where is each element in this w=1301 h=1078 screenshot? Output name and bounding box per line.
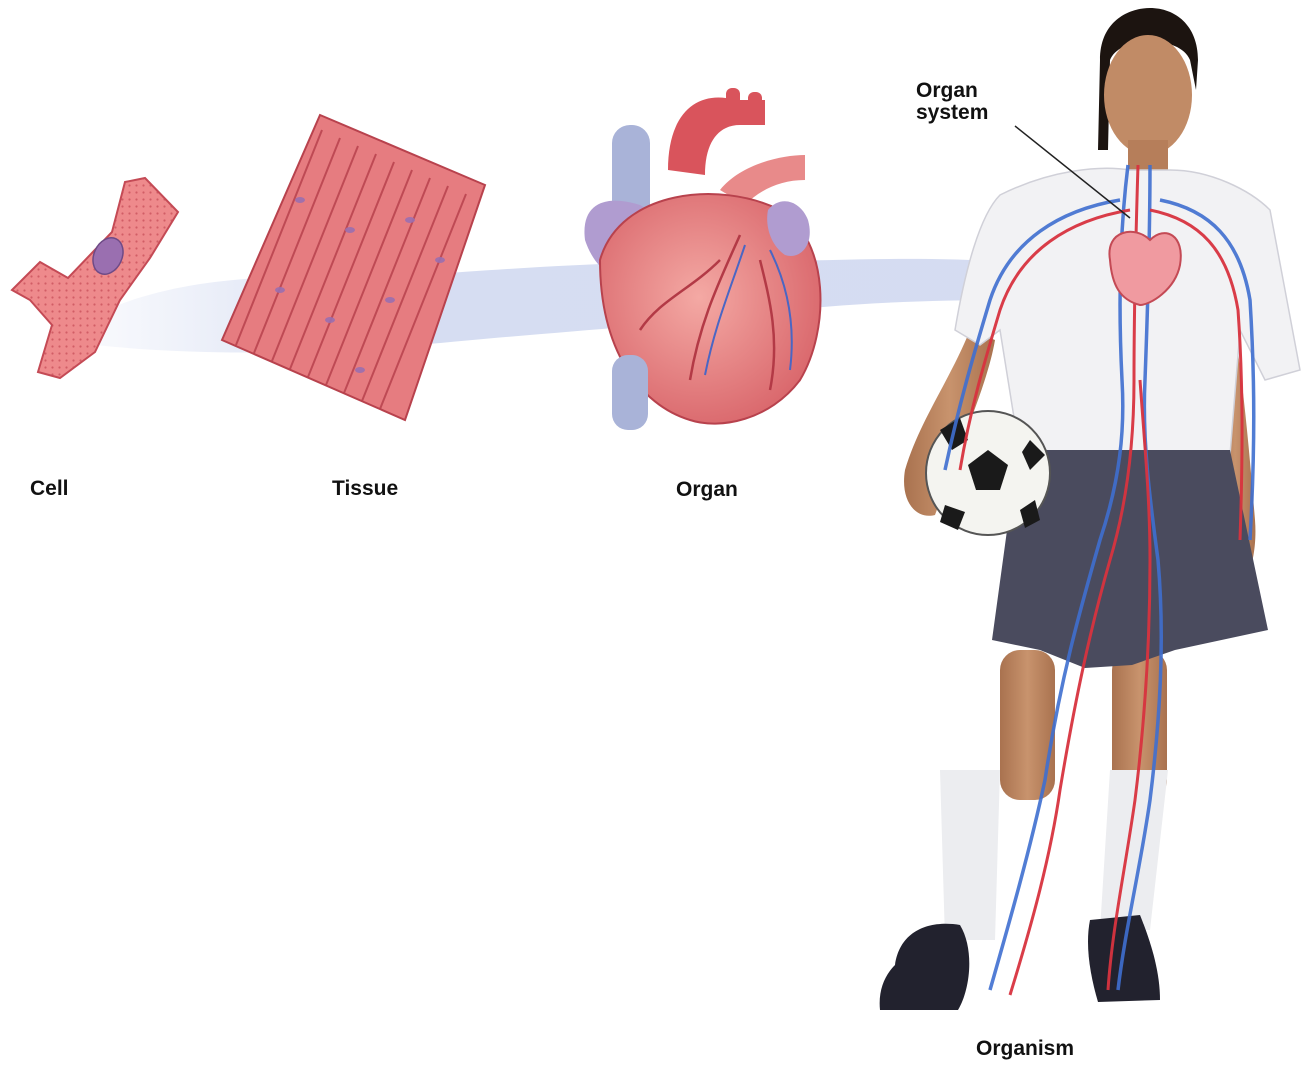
heart-organ-illustration <box>584 88 820 430</box>
soccer-ball <box>926 411 1050 535</box>
left-shoe <box>880 924 970 1010</box>
right-sock <box>1100 770 1168 930</box>
label-tissue: Tissue <box>332 478 398 500</box>
tissue-illustration <box>222 115 485 420</box>
organism-illustration <box>880 8 1300 1010</box>
label-organ-system: Organ system <box>916 80 988 124</box>
inferior-vena-cava <box>612 355 648 430</box>
label-organism: Organism <box>976 1038 1074 1060</box>
left-sock <box>940 770 1000 940</box>
label-organ: Organ <box>676 479 738 501</box>
label-cell: Cell <box>30 478 69 500</box>
face <box>1104 35 1192 155</box>
